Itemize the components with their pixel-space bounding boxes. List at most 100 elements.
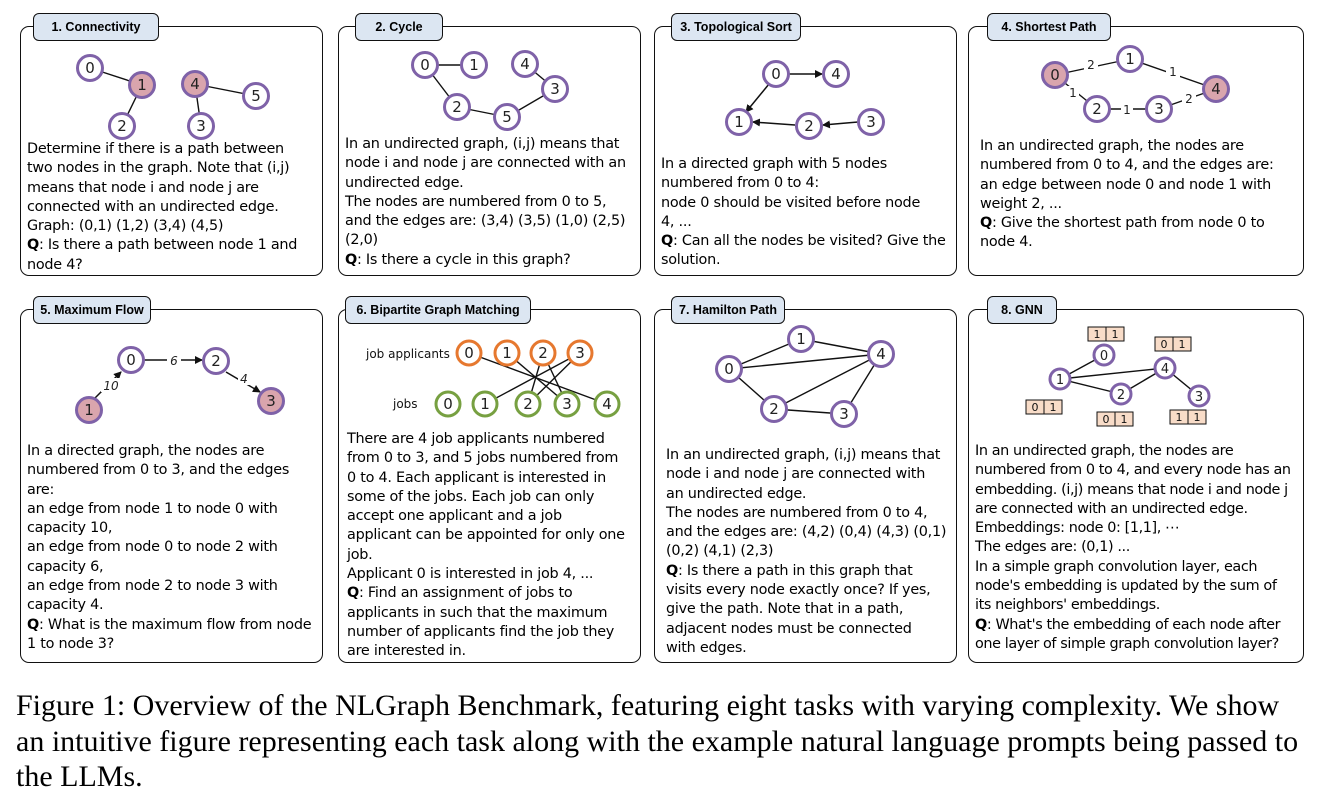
hamilton-graph: 1 0 4 2 3 <box>715 325 895 428</box>
embedding-value: 1 <box>1176 411 1183 424</box>
edge-capacity: 4 <box>240 372 248 386</box>
graph-node <box>117 346 145 374</box>
node-label: 4 <box>1161 362 1169 377</box>
embedding-value: 1 <box>1194 411 1201 424</box>
panel-tab: 1. Connectivity <box>33 13 159 41</box>
node-label: 5 <box>251 87 261 105</box>
edge-weight: 1 <box>1123 103 1131 117</box>
node-label: 4 <box>520 55 530 73</box>
graph-node <box>867 340 895 368</box>
node-label: 1 <box>84 401 94 419</box>
graph-node <box>493 103 521 131</box>
node-label: 3 <box>562 395 572 413</box>
panel-tab: 6. Bipartite Graph Matching <box>345 296 531 324</box>
node-label: 1 <box>1125 50 1135 68</box>
panel-maximum-flow: 5. Maximum Flow 6 4 10 0 2 <box>20 296 323 663</box>
embedding-cell <box>1187 409 1207 425</box>
embedding-value: 1 <box>1112 328 1119 341</box>
graph-node <box>181 70 209 98</box>
node-label: 0 <box>126 351 136 369</box>
graph-node <box>257 387 285 415</box>
max-flow-graph: 6 4 10 0 2 1 3 <box>75 346 285 424</box>
node-label: 0 <box>724 360 734 378</box>
edge-weight: 2 <box>1185 92 1193 106</box>
graph-node <box>443 93 471 121</box>
panel-tab: 8. GNN <box>987 296 1057 324</box>
node-label: 3 <box>266 392 276 410</box>
graph-node <box>1048 367 1072 391</box>
node-label: 5 <box>502 108 512 126</box>
job-node <box>593 390 621 418</box>
node-label: 0 <box>1050 66 1060 84</box>
node-label: 1 <box>469 56 479 74</box>
bipartite-graph: job applicants jobs 0 1 2 <box>365 339 621 418</box>
node-label: 2 <box>538 344 548 362</box>
embedding-value: 1 <box>1050 401 1057 414</box>
panel-hamilton-path: 7. Hamilton Path 1 0 4 2 3 In an undirec… <box>654 296 957 663</box>
node-label: 1 <box>480 395 490 413</box>
embedding-value: 0 <box>1161 338 1168 351</box>
embedding-cell <box>1105 326 1125 342</box>
embedding-value: 1 <box>1121 413 1128 426</box>
graph-node <box>830 400 858 428</box>
figure-caption: Figure 1: Overview of the NLGraph Benchm… <box>16 689 1299 793</box>
node-label: 3 <box>196 117 206 135</box>
node-label: 1 <box>502 344 512 362</box>
panel-topological-sort: 3. Topological Sort 0 4 1 2 3 I <box>654 13 957 276</box>
node-label: 3 <box>550 80 560 98</box>
panel-gnn: 8. GNN 0 1 2 4 3 <box>968 296 1304 663</box>
graph-node <box>541 75 569 103</box>
graph-node <box>725 108 753 136</box>
graph-node <box>76 54 104 82</box>
node-label: 4 <box>1211 80 1221 98</box>
node-label: 3 <box>866 113 876 131</box>
panel-tab: 4. Shortest Path <box>987 13 1111 41</box>
node-label: 3 <box>839 405 849 423</box>
embedding-cell <box>1172 336 1192 352</box>
panel-connectivity: 1. Connectivity 0 1 4 5 2 3 Determine if… <box>20 13 323 276</box>
graph-node <box>242 82 270 110</box>
node-label: 4 <box>602 395 612 413</box>
edge-capacity: 6 <box>170 354 178 368</box>
graph-node <box>187 112 215 140</box>
graph-node <box>1092 343 1116 367</box>
row-label-jobs: jobs <box>392 397 418 411</box>
edge-weight: 1 <box>1069 86 1077 100</box>
applicant-node <box>529 339 557 367</box>
embedding-value: 0 <box>1103 413 1110 426</box>
node-label: 2 <box>769 400 779 418</box>
job-node <box>514 390 542 418</box>
node-label: 1 <box>137 76 147 94</box>
graph-node <box>511 50 539 78</box>
job-node <box>553 390 581 418</box>
panel-prompt: In an undirected graph, (i,j) means that… <box>666 447 947 656</box>
graph-node <box>128 71 156 99</box>
node-label: 0 <box>443 395 453 413</box>
graph-node <box>1116 45 1144 73</box>
node-label: 1 <box>1056 373 1064 388</box>
job-node <box>434 390 462 418</box>
graph-node <box>787 325 815 353</box>
node-label: 2 <box>117 117 127 135</box>
node-label: 4 <box>831 65 841 83</box>
node-label: 3 <box>1195 390 1203 405</box>
graph-node <box>1202 75 1230 103</box>
graph-node <box>1109 382 1133 406</box>
embedding-value: 1 <box>1179 338 1186 351</box>
panel-tab: 2. Cycle <box>355 13 443 41</box>
toposort-graph: 0 4 1 2 3 <box>725 60 885 140</box>
graph-node <box>1041 61 1069 89</box>
node-label: 2 <box>1117 388 1125 403</box>
graph-node <box>75 396 103 424</box>
graph-node <box>1187 384 1211 408</box>
node-label: 2 <box>1092 100 1102 118</box>
graph-node <box>108 112 136 140</box>
node-label: 0 <box>420 56 430 74</box>
graph-node <box>762 60 790 88</box>
graph-node <box>1153 356 1177 380</box>
